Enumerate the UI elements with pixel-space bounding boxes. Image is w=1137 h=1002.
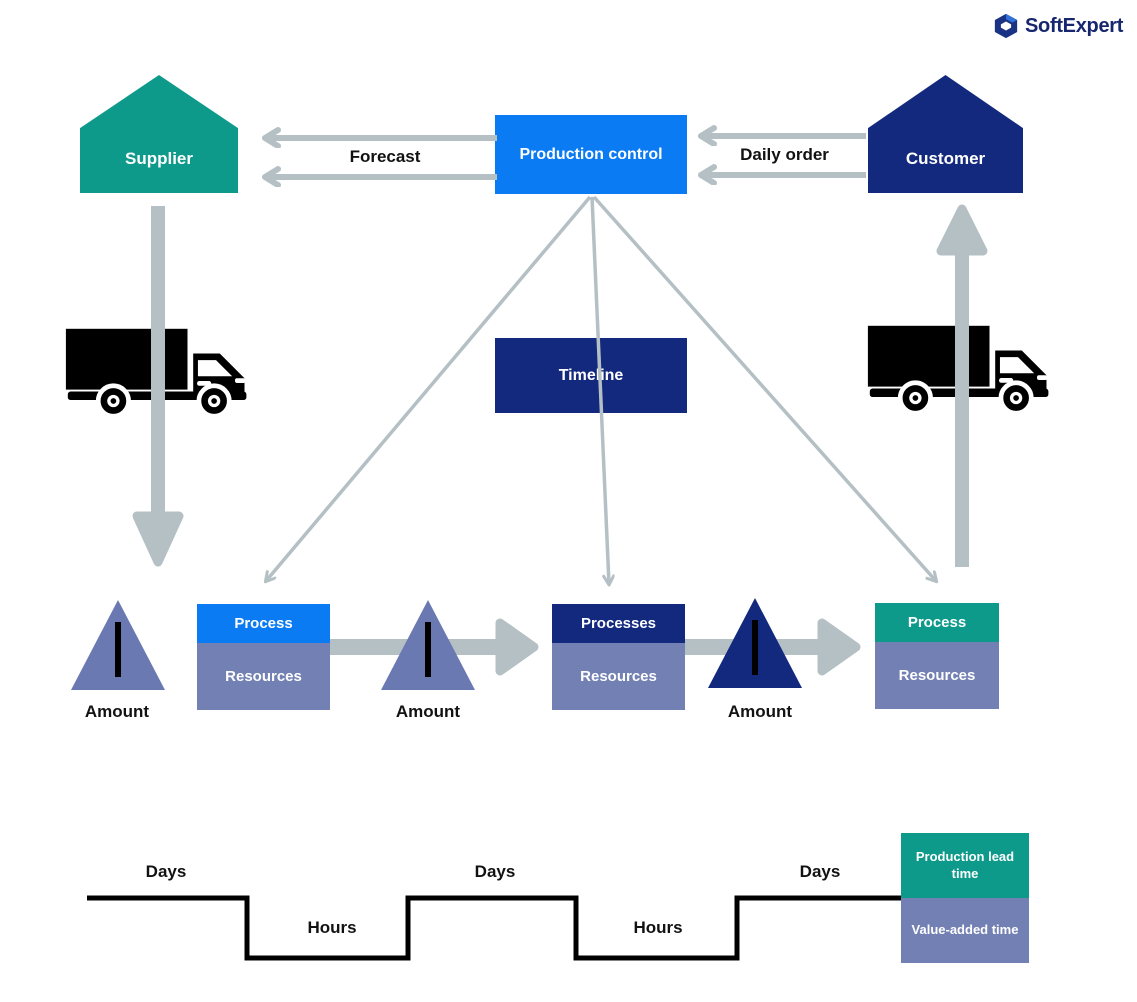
timeline-node: Timeline xyxy=(495,338,687,413)
lead-time-step-line xyxy=(87,895,902,961)
process-box-3-title: Process xyxy=(875,603,999,642)
forecast-label: Forecast xyxy=(349,147,421,166)
process-box-2: Processes Resources xyxy=(552,604,685,710)
stream-arrowhead-2 xyxy=(817,618,861,676)
info-line-left xyxy=(266,195,592,581)
outbound-arrowhead xyxy=(936,204,988,256)
hours-label-1: Hours xyxy=(307,918,357,937)
process-box-1: Process Resources xyxy=(197,604,330,710)
daily-order-label: Daily order xyxy=(740,145,829,164)
days-label-1: Days xyxy=(145,862,187,881)
inbound-arrowhead xyxy=(132,511,184,567)
inventory-tick-2 xyxy=(425,621,431,678)
brand-name: SoftExpert xyxy=(1025,14,1124,37)
info-line-right xyxy=(592,195,936,581)
inbound-shipment-arrow xyxy=(151,206,165,520)
days-label-2: Days xyxy=(474,862,516,881)
brand-logo: SoftExpert xyxy=(993,13,1123,39)
process-box-1-title: Process xyxy=(197,604,330,643)
softexpert-logo-icon xyxy=(994,13,1018,39)
value-added-time-key: Value-added time xyxy=(901,898,1029,963)
amount-label-2: Amount xyxy=(395,702,461,721)
process-box-2-resources: Resources xyxy=(552,643,685,710)
process-box-1-resources: Resources xyxy=(197,643,330,710)
inventory-tick-1 xyxy=(115,621,121,678)
lead-time-legend: Production lead time Value-added time xyxy=(901,833,1029,963)
inventory-tick-3 xyxy=(752,619,758,676)
process-box-3-resources: Resources xyxy=(875,642,999,709)
supplier-label: Supplier xyxy=(124,149,193,168)
stream-arrowhead-1 xyxy=(495,618,539,676)
process-box-2-title: Processes xyxy=(552,604,685,643)
customer-label: Customer xyxy=(905,149,986,168)
amount-label-3: Amount xyxy=(727,702,793,721)
amount-label-1: Amount xyxy=(84,702,150,721)
timeline-label: Timeline xyxy=(558,366,624,384)
outbound-shipment-arrow xyxy=(955,247,969,567)
days-label-3: Days xyxy=(799,862,841,881)
process-box-3: Process Resources xyxy=(875,603,999,709)
production-control-node: Production control xyxy=(495,115,687,194)
production-lead-time-key: Production lead time xyxy=(901,833,1029,898)
hours-label-2: Hours xyxy=(633,918,683,937)
info-line-middle xyxy=(590,196,609,584)
production-control-label: Production control xyxy=(519,145,663,163)
